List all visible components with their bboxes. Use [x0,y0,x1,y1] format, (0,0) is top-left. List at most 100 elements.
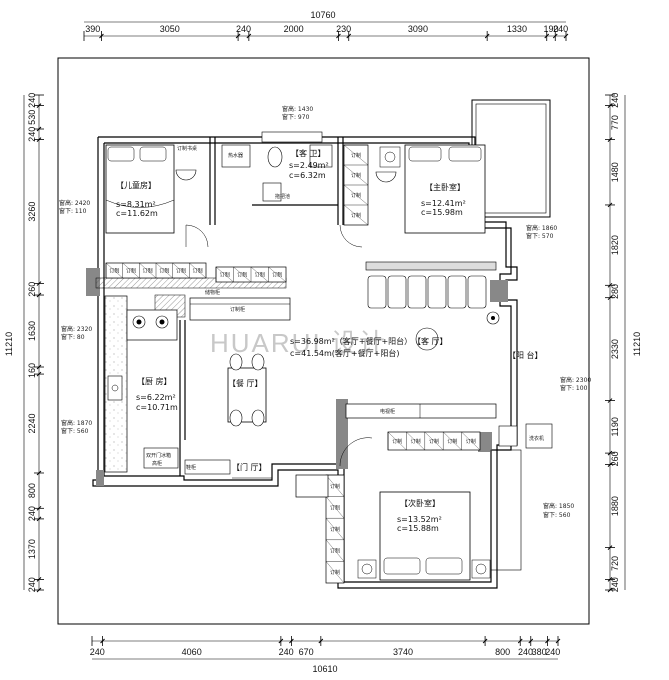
kitchen-perimeter: c=10.71m [136,403,178,412]
left-dimension-chain: 11210 2405302403260260163016022408002401… [4,93,44,593]
top-seg-5: 3090 [408,24,428,34]
right-seg-0: 240 [610,93,620,108]
kidsWard-cell-1: 订制 [126,268,136,275]
bottom-seg-7: 380 [532,647,547,657]
win-top-b: 窗下: 970 [282,113,310,121]
kidsWard-cell-2: 订制 [143,268,153,275]
column-2 [478,432,492,452]
cabinet-label: 储物柜 [205,289,220,296]
left-seg-1: 530 [27,110,37,125]
second-labels: 【次卧室】 s=13.52m² c=15.88m [397,498,442,533]
hallWard-cell-1: 订制 [237,272,247,279]
living-area: s=36.98m²（客厅+餐厅+阳台） [290,336,412,346]
right-seg-2: 1480 [610,162,620,182]
masterWard-cell-0: 订制 [351,152,361,159]
second-perimeter: c=15.88m [397,524,439,533]
secondWard-cell-0: 订制 [330,483,340,490]
sofa-seat-5 [467,275,487,309]
win-bal-h: 窗高: 2300 [560,376,591,384]
right-seg-6: 1190 [610,417,620,436]
fridge-label: 双开门冰箱 [146,452,171,459]
bottom-seg-1: 4060 [182,647,202,657]
fridge [143,447,179,469]
win-bal-b: 窗下: 100 [560,384,588,392]
left-seg-8: 800 [27,483,37,498]
left-seg-3: 3260 [27,202,37,222]
kids-chair [175,169,197,181]
second-left-column [336,399,348,469]
master-bed [379,144,486,234]
mop-label: 拖把池 [275,193,290,200]
master-name: 【主卧室】 [425,182,465,192]
kidsWard-cell-4: 订制 [176,268,186,275]
kidsWard-cell-5: 订制 [193,268,203,275]
win-kids-h: 窗高: 2420 [59,199,90,207]
washer-cab [498,425,518,447]
second-area: s=13.52m² [397,515,442,524]
livWard-cell-4: 订制 [466,438,476,445]
left-total-dim: 11210 [4,332,14,356]
top-total-dim: 10760 [310,10,335,20]
bathroom-labels: 【客 卫】 s=2.49m² c=6.32m [289,148,329,180]
hallWard-cell-3: 订制 [272,272,282,279]
shoe-cabinet [184,459,231,475]
livWard-cell-2: 订制 [429,438,439,445]
left-seg-10: 1370 [27,539,37,559]
masterWard-cell-1: 订制 [351,172,361,179]
kids-desk-label: 订制书桌 [177,145,197,152]
right-seg-8: 1880 [610,496,620,516]
secondWard-cell-1: 订制 [330,504,340,511]
second-top-wardrobe [295,474,329,498]
left-seg-5: 1630 [27,321,37,341]
right-seg-9: 720 [610,556,620,571]
top-seg-0: 390 [85,24,100,34]
living-decor [415,327,439,351]
top-seg-6: 1330 [507,24,527,34]
column-4 [96,470,104,486]
kids-wardrobe: 订制订制订制订制订制订制 [105,262,207,279]
bottom-seg-8: 240 [545,647,560,657]
win-second-b: 窗下: 560 [543,511,571,519]
bottom-seg-3: 670 [299,647,314,657]
sofa-seat-3 [427,275,447,309]
sofa-seat-4 [447,275,467,309]
water-label: 热水器 [228,152,243,159]
living-sofa [367,275,487,309]
living-perimeter: c=41.54m(客厅+餐厅+阳台) [290,348,399,358]
hallWard-cell-0: 订制 [220,272,230,279]
second-bed [357,491,491,581]
second-name: 【次卧室】 [400,498,440,508]
win-top-h: 窗高: 1430 [282,105,313,113]
bottom-seg-0: 240 [90,647,105,657]
master-perimeter: c=15.98m [421,208,463,217]
top-seg-7: 190 [543,24,558,34]
win-kit-h: 窗高: 2320 [61,325,92,333]
kidsWard-cell-3: 订制 [159,268,169,275]
top-seg-3: 2000 [284,24,304,34]
kids-room-perimeter: c=11.62m [116,209,158,218]
kitchen-labels: 【厨 房】 s=6.22m² c=10.71m [136,376,178,412]
sofa-seat-2 [407,275,427,309]
column-3 [490,280,508,302]
livWard-cell-1: 订制 [411,438,421,445]
right-seg-3: 1820 [610,235,620,255]
right-seg-7: 260 [610,451,620,466]
secondWard-cell-2: 订制 [330,526,340,533]
bath-window [261,131,323,143]
left-seg-11: 240 [27,577,37,592]
left-seg-0: 240 [27,93,37,108]
win-kit2-h: 窗高: 1870 [61,419,92,427]
right-dimension-chain: 11210 2407701480182028023301190260188072… [605,93,642,593]
master-area: s=12.41m² [421,199,466,208]
dining-name: 【餐 厅】 [228,379,263,388]
left-seg-7: 2240 [27,414,37,434]
top-seg-4: 230 [336,24,351,34]
secondWard-cell-4: 订制 [330,569,340,576]
win-master-h: 窗高: 1860 [526,224,557,232]
master-labels: 【主卧室】 s=12.41m² c=15.98m [421,182,466,217]
right-seg-1: 770 [610,115,620,130]
wall-column [86,268,100,296]
